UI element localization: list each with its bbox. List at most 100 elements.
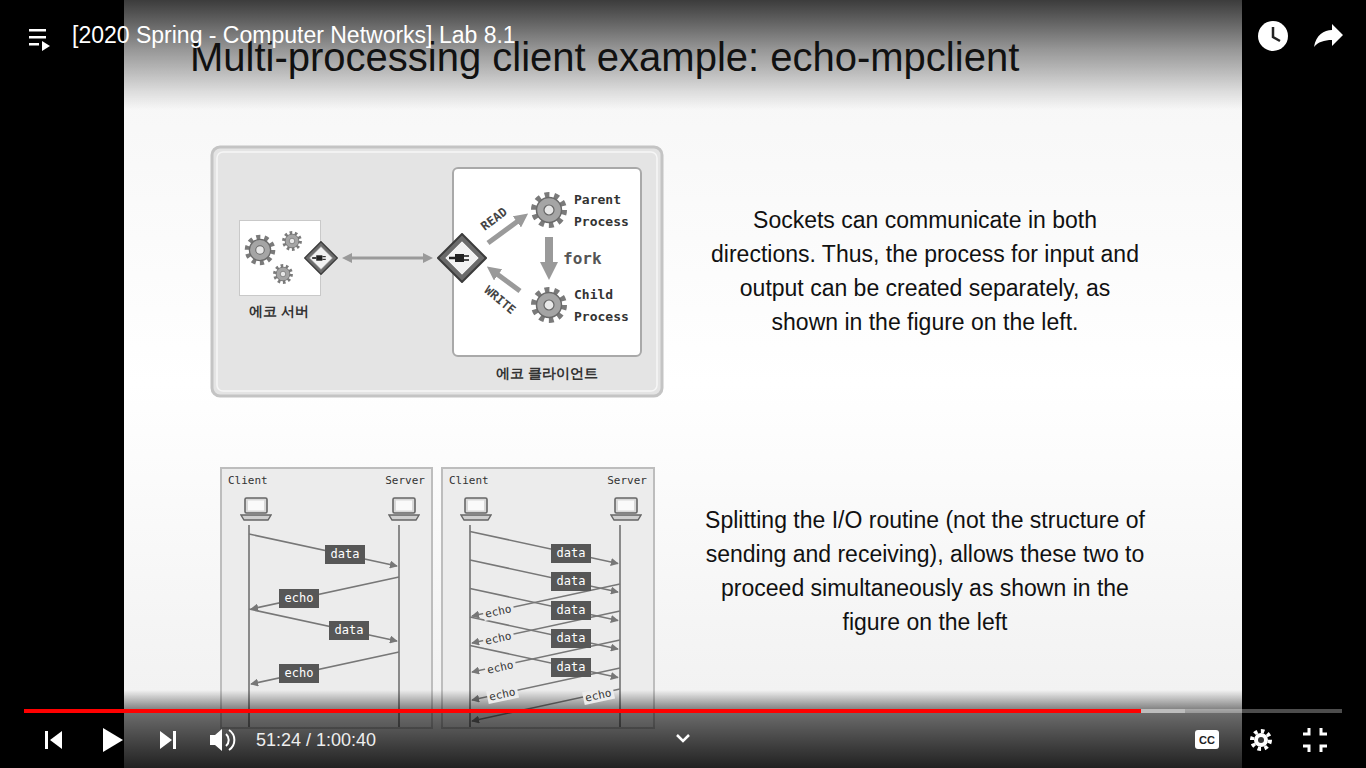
settings-icon xyxy=(1258,737,1264,743)
read-label: READ xyxy=(478,205,510,234)
socket-diamond xyxy=(305,234,486,282)
laptop-icon xyxy=(461,498,491,520)
process-label-holder: Parent Process xyxy=(574,189,642,233)
server-gear xyxy=(284,233,301,250)
box-heading-holder: 에코 서버 xyxy=(190,302,368,320)
write-label: WRITE xyxy=(482,283,519,317)
watch-later-icon xyxy=(1258,21,1288,51)
host-label: Server xyxy=(385,474,425,488)
watch-later-icon xyxy=(1258,21,1288,51)
sequence-panel-ground xyxy=(441,467,655,729)
message-box: data xyxy=(329,621,370,640)
process-label-holder: Child Process xyxy=(574,284,642,328)
message-box: data xyxy=(551,572,592,591)
socket-diamond xyxy=(438,234,486,282)
next-button xyxy=(160,731,176,749)
slide-page xyxy=(124,0,1242,768)
description-text-holder: Sockets can communicate in both directio… xyxy=(705,203,1145,339)
playlist-icon xyxy=(29,29,50,51)
description-text-holder: Splitting the I/O routine (not the struc… xyxy=(705,503,1145,639)
watch-later-icon xyxy=(1273,27,1280,41)
volume-icon xyxy=(226,734,229,746)
echo-label: echo xyxy=(582,686,615,705)
host-label-holder: Client xyxy=(228,474,268,488)
echo-label-holder: echo xyxy=(481,598,515,622)
host-label-holder: Server xyxy=(385,474,425,488)
playlist-icon xyxy=(42,41,50,51)
echo-label: echo xyxy=(482,629,515,648)
laptop-icon xyxy=(611,498,641,520)
time-display-holder: 51:24 / 1:00:40 xyxy=(256,729,376,751)
cc-button-text-holder: CC xyxy=(1199,734,1215,747)
server-gear xyxy=(247,237,273,263)
host-label: Client xyxy=(449,474,489,488)
settings-icon xyxy=(1254,733,1268,747)
message-box: echo xyxy=(279,589,320,608)
description-text: Sockets can communicate in both directio… xyxy=(705,203,1145,339)
playlist-icon xyxy=(29,29,46,32)
cc-button-text: CC xyxy=(1199,734,1215,747)
process-label: Parent Process xyxy=(574,189,642,233)
process-gear xyxy=(534,290,564,320)
message-box: data xyxy=(551,544,592,563)
progress-bar xyxy=(24,709,1342,713)
message-arrow xyxy=(470,532,618,564)
host-label-holder: Server xyxy=(607,474,647,488)
message-arrow xyxy=(249,534,397,566)
socket-diamond xyxy=(305,242,338,275)
box-heading-holder: 에코 클라이언트 xyxy=(404,364,690,382)
progress-bar xyxy=(24,709,1342,713)
figure-frame xyxy=(212,147,662,396)
video-title-holder: [2020 Spring - Computer Networks] Lab 8.… xyxy=(72,20,516,50)
fork-arrow xyxy=(545,237,553,262)
message-arrow xyxy=(470,560,618,592)
exit-fullscreen-icon xyxy=(1321,746,1327,752)
edge-label: fork xyxy=(563,249,602,269)
echo-label: echo xyxy=(484,658,517,677)
next-button xyxy=(160,731,172,749)
exit-fullscreen-icon xyxy=(1303,728,1327,752)
message-arrow xyxy=(251,577,399,609)
server-gear xyxy=(247,233,300,283)
message-arrow xyxy=(251,652,399,684)
echo-label: echo xyxy=(486,685,519,704)
previous-button xyxy=(45,731,62,749)
message-box: data xyxy=(325,545,366,564)
message-arrow xyxy=(470,617,618,649)
echo-label-holder: echo xyxy=(581,682,615,706)
top-shade xyxy=(0,0,1366,110)
message-box: echo xyxy=(279,664,320,683)
host-label: Server xyxy=(607,474,647,488)
playlist-icon xyxy=(29,36,46,39)
exit-fullscreen-icon xyxy=(1321,728,1327,734)
progress-bar xyxy=(1141,709,1185,713)
message-text: data xyxy=(557,574,586,589)
sequence-panel: ClientServerdatadatadatadatadata xyxy=(441,467,655,729)
share-icon xyxy=(1314,24,1343,47)
next-button xyxy=(173,731,176,749)
settings-icon xyxy=(1252,731,1270,749)
message-text: data xyxy=(335,623,364,638)
read-write-arrow xyxy=(488,221,520,291)
sequence-panel: Client Server data echo data echo xyxy=(220,467,433,729)
sequence-panel-ground xyxy=(220,467,655,729)
read-label-holder: READ xyxy=(478,205,510,234)
box-heading: 에코 서버 xyxy=(190,302,368,320)
settings-icon xyxy=(1252,731,1270,749)
echo-label-holder: echo xyxy=(485,681,519,705)
echo-label-holder: echo xyxy=(481,625,515,649)
figure-frame xyxy=(217,152,657,391)
volume-icon xyxy=(229,730,234,750)
message-box: data xyxy=(551,658,592,677)
message-text: data xyxy=(557,660,586,675)
message-text: data xyxy=(331,547,360,562)
server-gear xyxy=(275,266,292,283)
process-gear xyxy=(534,195,564,225)
message-text: data xyxy=(557,546,586,561)
echo-label: echo xyxy=(482,602,515,621)
